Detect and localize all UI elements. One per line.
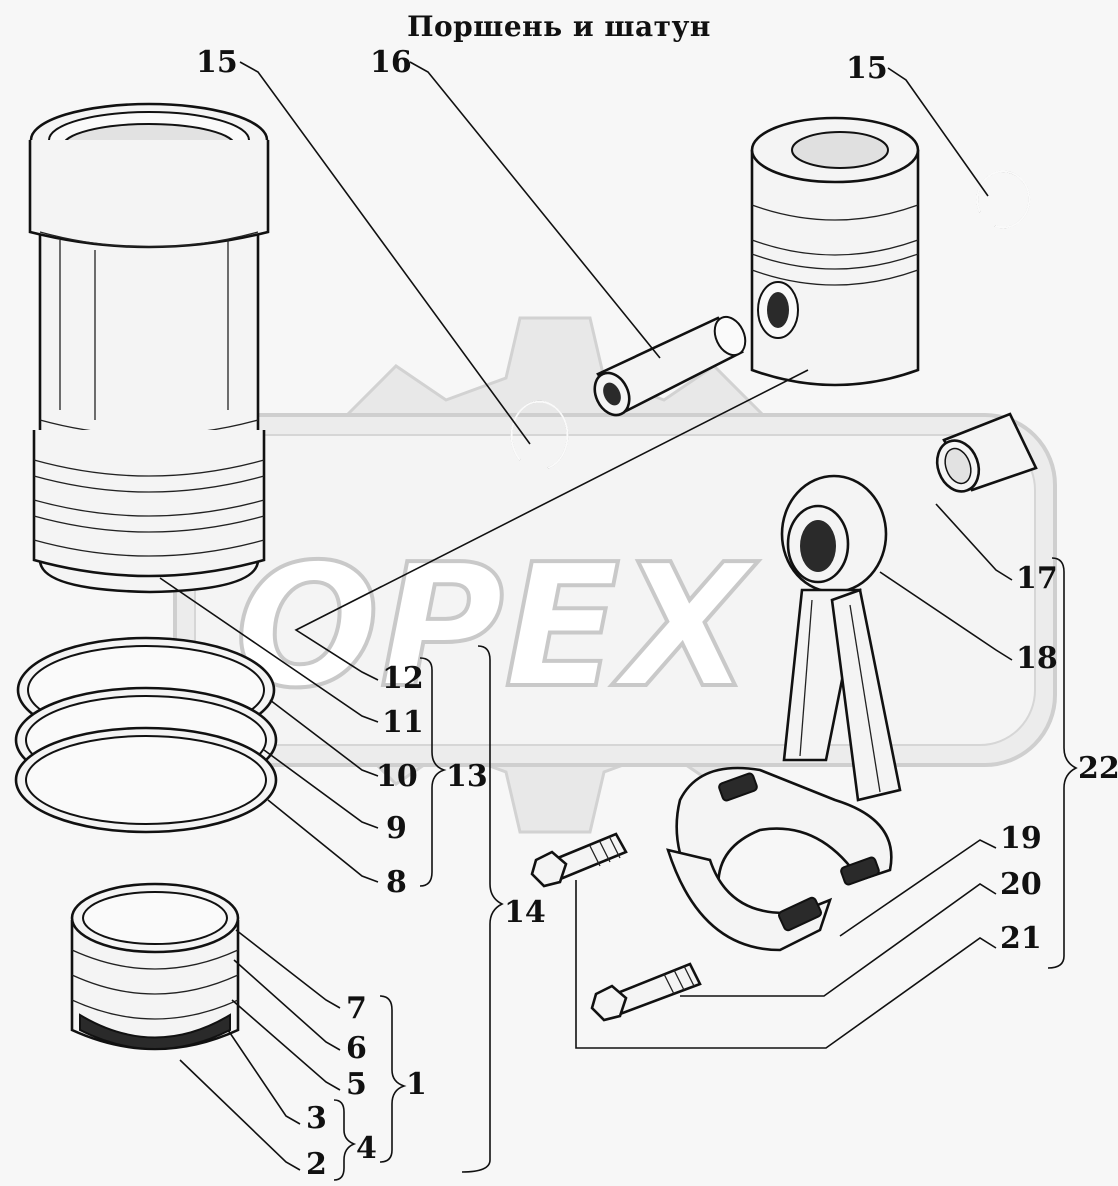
piston-ring-kit <box>70 882 240 1051</box>
snap-ring-right <box>976 170 1031 229</box>
callout-15-left: 15 <box>196 45 238 80</box>
group-braces <box>333 557 1078 1181</box>
callout-12: 12 <box>382 661 424 696</box>
snap-ring-left <box>510 400 569 469</box>
watermark-text: OPEX <box>235 528 759 726</box>
bolt-upper <box>530 832 628 888</box>
leader-lines <box>159 61 1013 1171</box>
callout-22: 22 <box>1078 751 1118 786</box>
callout-17: 17 <box>1016 561 1058 596</box>
callout-20: 20 <box>1000 867 1042 902</box>
callout-18: 18 <box>1016 641 1058 676</box>
callout-16: 16 <box>370 45 412 80</box>
callout-13: 13 <box>446 759 488 794</box>
callout-5: 5 <box>346 1067 367 1102</box>
callout-8: 8 <box>386 865 407 900</box>
callout-7: 7 <box>346 991 367 1026</box>
bolt-lower <box>590 962 702 1022</box>
callout-19: 19 <box>1000 821 1042 856</box>
callout-6: 6 <box>346 1031 367 1066</box>
cylinder-liner <box>28 102 270 594</box>
callout-3: 3 <box>306 1101 327 1136</box>
diagram-title: Поршень и шатун <box>407 10 711 43</box>
callout-15-right: 15 <box>846 51 888 86</box>
piston-pin <box>593 315 747 417</box>
callout-2: 2 <box>306 1147 327 1182</box>
connecting-rod <box>666 474 902 952</box>
callout-1: 1 <box>406 1067 427 1102</box>
callout-4: 4 <box>356 1131 377 1166</box>
callout-14: 14 <box>504 895 546 930</box>
piston <box>750 116 920 387</box>
callout-9: 9 <box>386 811 407 846</box>
callout-10: 10 <box>376 759 418 794</box>
piston-ring-set <box>14 636 278 834</box>
callout-labels: 15 16 15 17 18 22 12 11 10 13 9 8 14 19 … <box>196 45 1118 1182</box>
callout-11: 11 <box>382 705 424 740</box>
callout-21: 21 <box>1000 921 1042 956</box>
bushing <box>935 412 1038 493</box>
